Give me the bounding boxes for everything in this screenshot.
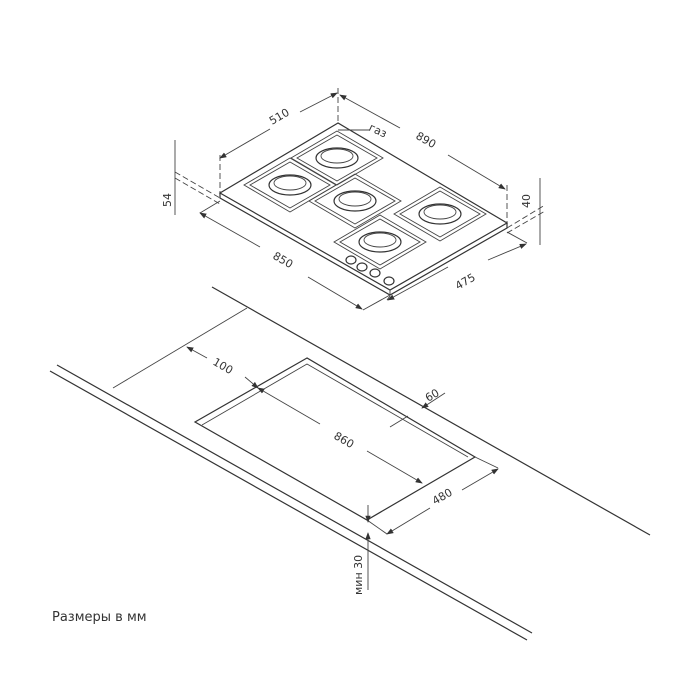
dim-height-54: 54: [161, 193, 174, 207]
burner-grate: [243, 157, 337, 213]
burner: [393, 186, 487, 242]
burner-grate-inner: [314, 177, 396, 225]
dim-475: 475: [453, 271, 478, 293]
control-knob: [345, 255, 357, 265]
control-knob: [369, 268, 381, 278]
burner-cap: [358, 231, 402, 253]
burner-cap: [315, 147, 359, 169]
burner-cap-inner: [423, 204, 457, 220]
burner: [243, 157, 337, 213]
burner: [333, 214, 427, 270]
dim-height-40: 40: [520, 194, 533, 208]
burner-grate: [290, 130, 384, 186]
control-knob: [383, 276, 395, 286]
hob-dimension-lines: [174, 92, 541, 310]
burner-cap: [333, 190, 377, 212]
dim-back-offset-60: 60: [423, 386, 442, 404]
burner-cap-inner: [363, 232, 397, 248]
control-knob: [356, 262, 368, 272]
hob: [218, 122, 509, 296]
dim-width-890: 890: [414, 129, 439, 151]
burner-cap: [418, 203, 462, 225]
burner-grate: [393, 186, 487, 242]
burner-grate-inner: [399, 190, 481, 238]
burner: [308, 173, 402, 229]
burner-grate-inner: [296, 134, 378, 182]
dim-front-offset-100: 100: [211, 355, 236, 377]
burner-grate: [333, 214, 427, 270]
dim-850: 850: [271, 249, 296, 271]
burner-grate-inner: [339, 218, 421, 266]
burner: [290, 130, 384, 186]
control-knobs: [345, 255, 395, 286]
cutout-dimension-lines: [186, 346, 499, 590]
countertop: [49, 286, 651, 641]
hob-top-surface: [218, 122, 509, 291]
units-caption: Размеры в мм: [52, 610, 147, 625]
dim-depth-510: 510: [267, 106, 292, 128]
burner-grate: [308, 173, 402, 229]
dim-cutout-depth-480: 480: [430, 486, 455, 508]
burner-cap-inner: [338, 191, 372, 207]
burner-cap-inner: [320, 148, 354, 164]
dim-min-thickness-30: мин 30: [352, 555, 365, 595]
gas-inlet-label: газ: [367, 121, 389, 141]
burner-grate-inner: [249, 161, 331, 209]
burner-cap: [268, 174, 312, 196]
dim-cutout-width-860: 860: [332, 429, 357, 451]
burners: [243, 130, 487, 270]
burner-cap-inner: [273, 175, 307, 191]
